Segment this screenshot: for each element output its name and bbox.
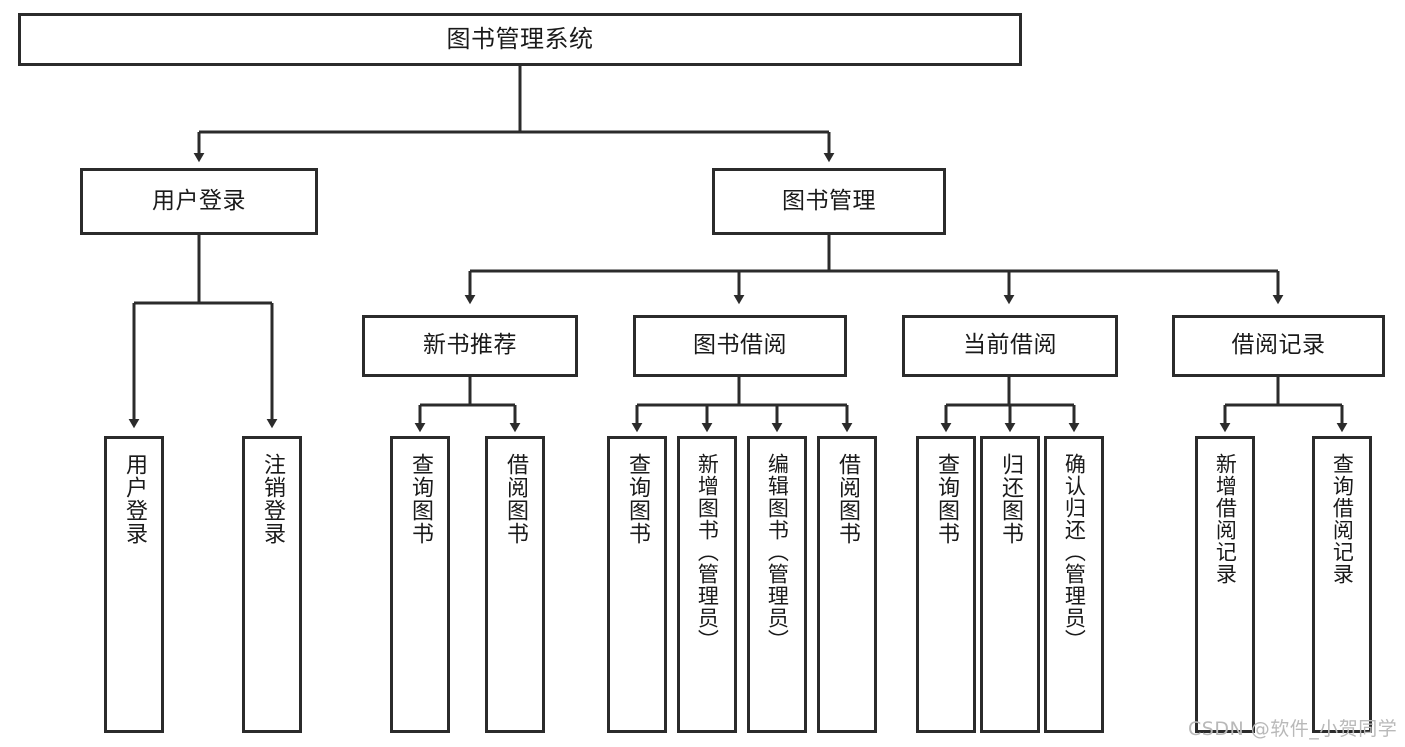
leaf-user-login[interactable]: 用户登录 bbox=[104, 436, 164, 733]
node-label: 查询图书 bbox=[624, 453, 650, 545]
leaf-query-book-current[interactable]: 查询图书 bbox=[916, 436, 976, 733]
node-root-system[interactable]: 图书管理系统 bbox=[18, 13, 1022, 66]
leaf-return-book[interactable]: 归还图书 bbox=[980, 436, 1040, 733]
leaf-edit-book-admin[interactable]: 编辑图书（管理员） bbox=[747, 436, 807, 733]
node-label: 新书推荐 bbox=[423, 332, 517, 359]
leaf-confirm-return-admin[interactable]: 确认归还（管理员） bbox=[1044, 436, 1104, 733]
node-new-book-recommend[interactable]: 新书推荐 bbox=[362, 315, 578, 377]
node-book-borrow[interactable]: 图书借阅 bbox=[633, 315, 847, 377]
watermark-text: CSDN @软件_小贺同学 bbox=[1188, 718, 1398, 740]
node-book-management[interactable]: 图书管理 bbox=[712, 168, 946, 235]
node-label: 借阅图书 bbox=[502, 453, 528, 545]
leaf-logout[interactable]: 注销登录 bbox=[242, 436, 302, 733]
node-user-login[interactable]: 用户登录 bbox=[80, 168, 318, 235]
node-label: 查询图书 bbox=[407, 453, 433, 545]
node-label: 用户登录 bbox=[121, 453, 147, 545]
node-label: 图书借阅 bbox=[693, 332, 787, 359]
node-label: 新增图书（管理员） bbox=[695, 453, 720, 651]
node-label: 编辑图书（管理员） bbox=[765, 453, 790, 651]
node-label: 图书管理系统 bbox=[446, 25, 594, 54]
node-label: 用户登录 bbox=[152, 187, 246, 214]
node-label: 归还图书 bbox=[997, 453, 1023, 545]
leaf-query-book-borrow[interactable]: 查询图书 bbox=[607, 436, 667, 733]
node-label: 借阅记录 bbox=[1231, 332, 1326, 359]
leaf-add-borrow-record[interactable]: 新增借阅记录 bbox=[1195, 436, 1255, 733]
node-label: 图书管理 bbox=[782, 187, 876, 214]
leaf-query-borrow-record[interactable]: 查询借阅记录 bbox=[1312, 436, 1372, 733]
leaf-borrow-book-recommend[interactable]: 借阅图书 bbox=[485, 436, 545, 733]
node-label: 查询图书 bbox=[933, 453, 959, 545]
node-borrow-record[interactable]: 借阅记录 bbox=[1172, 315, 1385, 377]
node-label: 查询借阅记录 bbox=[1330, 453, 1355, 585]
node-label: 新增借阅记录 bbox=[1213, 453, 1238, 585]
leaf-borrow-book[interactable]: 借阅图书 bbox=[817, 436, 877, 733]
node-label: 借阅图书 bbox=[834, 453, 860, 545]
node-label: 当前借阅 bbox=[963, 332, 1057, 359]
leaf-add-book-admin[interactable]: 新增图书（管理员） bbox=[677, 436, 737, 733]
leaf-query-book-recommend[interactable]: 查询图书 bbox=[390, 436, 450, 733]
node-current-borrow[interactable]: 当前借阅 bbox=[902, 315, 1118, 377]
node-label: 确认归还（管理员） bbox=[1062, 453, 1087, 651]
node-label: 注销登录 bbox=[259, 453, 285, 545]
